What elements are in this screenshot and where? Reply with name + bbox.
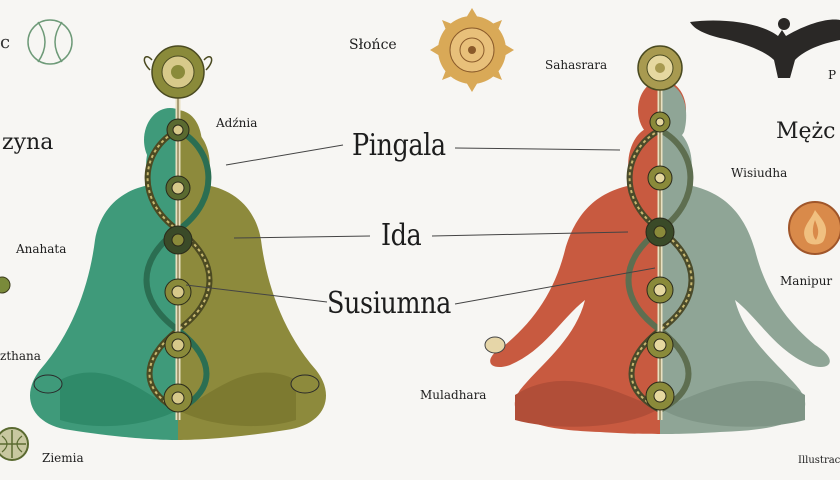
earth-icon (0, 427, 29, 461)
fire-icon (788, 201, 840, 255)
venus-symbol-icon (27, 19, 73, 65)
right-chakras (637, 45, 683, 411)
lotus-icon (0, 276, 11, 294)
manipura-label: Manipur (780, 274, 833, 288)
left-title: zyna (2, 130, 54, 155)
muladhara-label: Muladhara (420, 388, 487, 402)
lotus-icon (637, 45, 683, 91)
sahasrara-label: Sahasrara (545, 58, 608, 72)
susiumna-label: Susiumna (327, 286, 451, 321)
wisiudha-label: Wisiudha (731, 166, 788, 180)
chakra-icon (645, 111, 675, 411)
right-title: Mężc (776, 119, 836, 144)
left-figure (30, 90, 326, 440)
pingala-label: Pingala (352, 128, 446, 163)
adznia-label: Adźnia (216, 116, 258, 130)
svg-text:c: c (0, 32, 10, 53)
chakra-icon (163, 118, 193, 413)
left-chakras (143, 45, 213, 413)
illustration-credit: Illustrac (798, 455, 840, 466)
ida-label: Ida (381, 218, 422, 253)
slonce-label: Słońce (349, 37, 397, 53)
connector-lines (185, 144, 656, 305)
lotus-icon (143, 45, 213, 99)
right-figure (484, 80, 830, 434)
ziemia-label: Ziemia (42, 451, 84, 465)
eagle-icon (690, 18, 840, 78)
p-label: P (828, 68, 837, 82)
anahata-label: Anahata (16, 242, 67, 256)
sun-icon (430, 8, 514, 92)
swadhisthana-label: zthana (0, 349, 41, 363)
